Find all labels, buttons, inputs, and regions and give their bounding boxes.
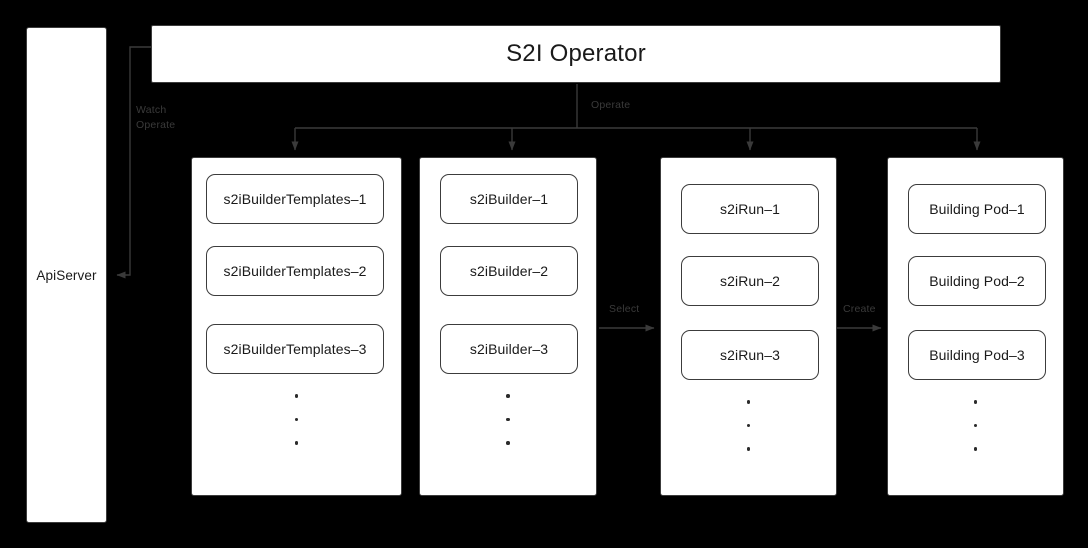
list-item[interactable]: Building Pod–2 bbox=[908, 256, 1046, 306]
dot bbox=[294, 441, 299, 445]
ellipsis-dots bbox=[661, 400, 836, 451]
list-item[interactable]: s2iBuilderTemplates–2 bbox=[206, 246, 384, 296]
item-label: Building Pod–2 bbox=[929, 272, 1025, 289]
dot bbox=[973, 400, 978, 404]
dot bbox=[506, 441, 510, 445]
dot bbox=[294, 417, 299, 421]
dot bbox=[746, 423, 751, 427]
item-label: s2iBuilder–1 bbox=[469, 190, 549, 207]
column-building-pod[interactable]: Building Pod–1 Building Pod–2 Building P… bbox=[887, 157, 1064, 496]
dot bbox=[506, 417, 510, 421]
item-label: s2iRun–2 bbox=[720, 272, 780, 289]
list-item[interactable]: s2iBuilder–1 bbox=[440, 174, 578, 224]
dot bbox=[973, 447, 978, 451]
ellipsis-dots bbox=[192, 394, 401, 445]
list-item[interactable]: s2iRun–1 bbox=[681, 184, 819, 234]
list-item[interactable]: s2iBuilder–3 bbox=[440, 324, 578, 374]
edge-label-watch: Watch bbox=[136, 104, 167, 116]
s2i-operator-label: S2I Operator bbox=[506, 40, 646, 67]
dot bbox=[973, 423, 978, 427]
list-item[interactable]: s2iRun–2 bbox=[681, 256, 819, 306]
list-item[interactable]: s2iBuilder–2 bbox=[440, 246, 578, 296]
dot bbox=[294, 394, 299, 398]
list-item[interactable]: s2iBuilderTemplates–1 bbox=[206, 174, 384, 224]
dot bbox=[746, 400, 751, 404]
list-item[interactable]: s2iRun–3 bbox=[681, 330, 819, 380]
edge-label-operate: Operate bbox=[591, 99, 631, 111]
column-s2irun[interactable]: s2iRun–1 s2iRun–2 s2iRun–3 bbox=[660, 157, 837, 496]
item-label: s2iBuilderTemplates–2 bbox=[223, 262, 367, 279]
apiserver-label: ApiServer bbox=[36, 267, 97, 283]
edge-label-create: Create bbox=[843, 303, 876, 315]
ellipsis-dots bbox=[420, 394, 596, 445]
dot bbox=[746, 447, 751, 451]
ellipsis-dots bbox=[888, 400, 1063, 451]
edge-label-watch-operate: Watch Operate bbox=[136, 103, 175, 133]
column-s2ibuilder[interactable]: s2iBuilder–1 s2iBuilder–2 s2iBuilder–3 bbox=[419, 157, 597, 496]
item-label: s2iRun–1 bbox=[720, 200, 780, 217]
item-label: s2iBuilderTemplates–1 bbox=[223, 190, 367, 207]
edge-label-select: Select bbox=[609, 303, 640, 315]
item-label: s2iBuilderTemplates–3 bbox=[223, 340, 367, 357]
item-label: s2iBuilder–2 bbox=[469, 262, 549, 279]
edge-operate-fanout bbox=[291, 84, 981, 151]
s2i-operator-node[interactable]: S2I Operator bbox=[151, 25, 1001, 83]
column-s2ibuildertemplates[interactable]: s2iBuilderTemplates–1 s2iBuilderTemplate… bbox=[191, 157, 402, 496]
list-item[interactable]: Building Pod–3 bbox=[908, 330, 1046, 380]
item-label: Building Pod–3 bbox=[929, 346, 1025, 363]
list-item[interactable]: s2iBuilderTemplates–3 bbox=[206, 324, 384, 374]
apiserver-node[interactable]: ApiServer bbox=[26, 27, 107, 523]
dot bbox=[506, 394, 510, 398]
edge-label-operate-left: Operate bbox=[136, 119, 176, 132]
item-label: s2iBuilder–3 bbox=[469, 340, 549, 357]
item-label: s2iRun–3 bbox=[720, 346, 780, 363]
list-item[interactable]: Building Pod–1 bbox=[908, 184, 1046, 234]
item-label: Building Pod–1 bbox=[929, 200, 1025, 217]
edge-watch-operate bbox=[116, 46, 151, 279]
